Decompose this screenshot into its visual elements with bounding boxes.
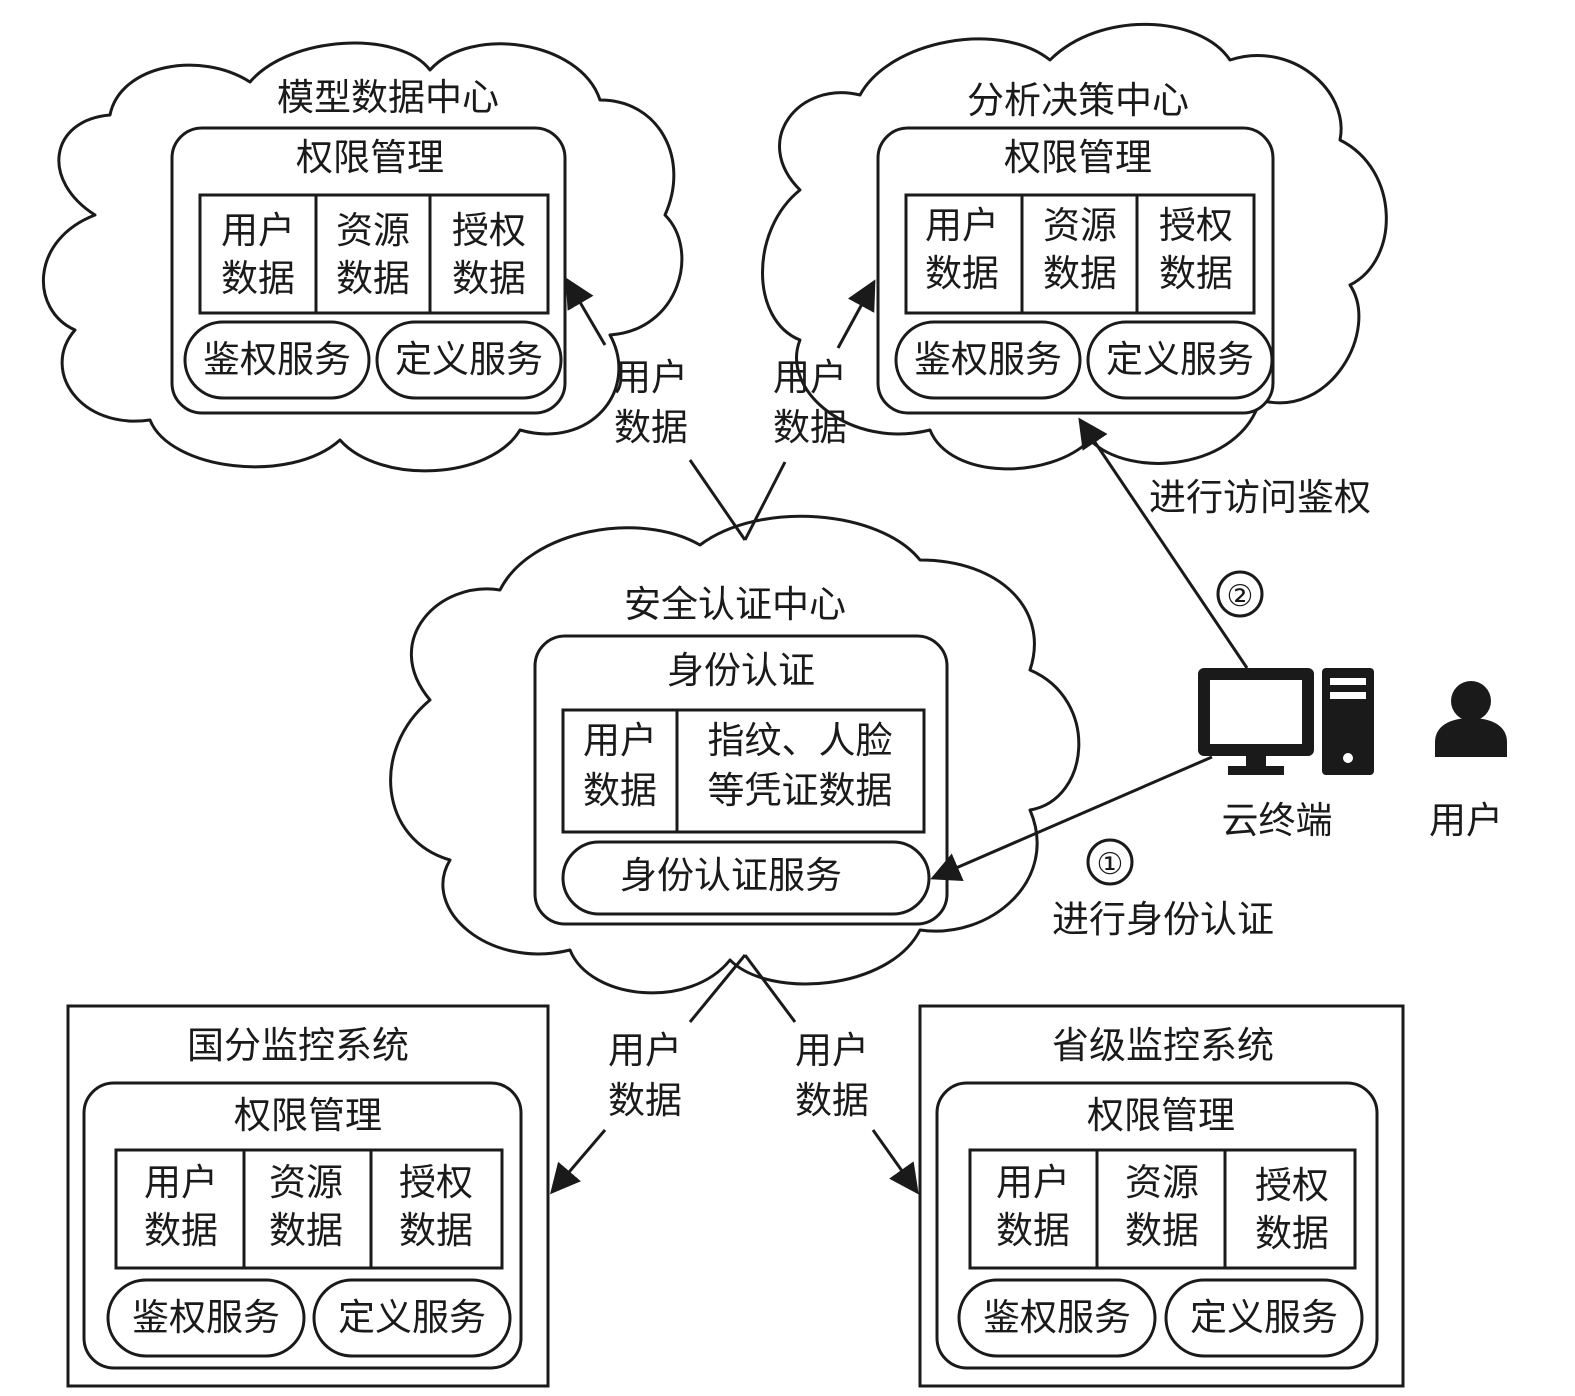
security-cell-user-l1: 用户 (583, 719, 657, 762)
client-steps: ① 进行身份认证 ② 进行访问鉴权 (930, 417, 1371, 941)
analysis-cell-user-l2: 数据 (925, 252, 999, 295)
security-center-panel-title: 身份认证 (667, 649, 815, 692)
arrow-to-model-center (688, 459, 747, 541)
analysis-auth-service: 鉴权服务 (914, 338, 1062, 381)
national-define-service: 定义服务 (338, 1296, 486, 1339)
arrow-to-national-system (688, 954, 747, 1023)
analysis-cell-resource-l1: 资源 (1043, 204, 1117, 247)
national-system-data-table (114, 1148, 504, 1270)
flow-label-analysis-l2: 数据 (773, 406, 847, 449)
step2-marker-circle (1216, 570, 1264, 618)
person-icon (1435, 681, 1507, 757)
terminal-label: 云终端 (1222, 799, 1333, 842)
model-cell-auth-l1: 授权 (452, 209, 526, 252)
analysis-center-title: 分析决策中心 (967, 79, 1189, 122)
security-center-data-table (561, 708, 926, 834)
analysis-cell-resource-l2: 数据 (1043, 252, 1117, 295)
identity-service-pill (561, 840, 931, 916)
arrow-step1-identity (930, 755, 1213, 882)
provincial-system-title: 省级监控系统 (1052, 1024, 1274, 1067)
model-center-panel-title: 权限管理 (296, 136, 444, 179)
cloud-terminal: 云终端 (1198, 668, 1374, 842)
provincial-cell-auth-l1: 授权 (1255, 1164, 1329, 1207)
model-cell-user-l1: 用户 (221, 209, 295, 252)
provincial-cell-resource-l2: 数据 (1125, 1209, 1199, 1252)
security-cell-credential-l1: 指纹、人脸 (708, 719, 893, 762)
provincial-cell-user-l1: 用户 (996, 1161, 1070, 1204)
provincial-system-panel-title: 权限管理 (1087, 1094, 1235, 1137)
provincial-monitoring-system: 省级监控系统 权限管理 用户 数据 资源 数据 授权 数据 鉴权服务 定义服务 (918, 1004, 1405, 1388)
user-label: 用户 (1429, 799, 1503, 842)
security-cell-credential-l2: 等凭证数据 (708, 769, 893, 812)
model-center-data-table (198, 193, 550, 315)
national-monitoring-system: 国分监控系统 权限管理 用户 数据 资源 数据 授权 数据 鉴权服务 定义服务 (66, 1004, 550, 1388)
model-auth-service: 鉴权服务 (203, 338, 351, 381)
security-cell-user-l2: 数据 (583, 769, 657, 812)
flow-label-national-l2: 数据 (608, 1079, 682, 1122)
national-auth-service-pill (106, 1278, 306, 1358)
provincial-auth-service-pill (957, 1278, 1157, 1358)
flow-label-provincial-l2: 数据 (795, 1079, 869, 1122)
step2-marker: ② (1227, 579, 1254, 614)
security-center-title: 安全认证中心 (624, 583, 846, 626)
step2-label: 进行访问鉴权 (1149, 476, 1371, 519)
provincial-define-service: 定义服务 (1190, 1296, 1338, 1339)
step1-marker-circle (1086, 838, 1134, 886)
security-auth-center: 安全认证中心 身份认证 用户 数据 指纹、人脸 等凭证数据 身份认证服务 (389, 514, 1081, 995)
national-cell-user-l1: 用户 (144, 1161, 218, 1204)
national-cell-resource-l2: 数据 (269, 1209, 343, 1252)
flow-label-analysis-l1: 用户 (773, 356, 847, 399)
analysis-define-service-pill (1086, 320, 1274, 400)
national-system-panel-title: 权限管理 (234, 1094, 382, 1137)
model-cell-user-l2: 数据 (221, 257, 295, 300)
provincial-cell-auth-l2: 数据 (1255, 1212, 1329, 1255)
step1-marker: ① (1097, 847, 1124, 882)
provincial-cell-user-l2: 数据 (996, 1209, 1070, 1252)
analysis-center-data-table (904, 193, 1256, 315)
national-auth-service: 鉴权服务 (132, 1296, 280, 1339)
desktop-computer-icon (1198, 668, 1374, 775)
identity-service: 身份认证服务 (620, 854, 842, 897)
provincial-auth-service: 鉴权服务 (983, 1296, 1131, 1339)
model-data-center: 模型数据中心 权限管理 用户 数据 资源 数据 授权 数据 鉴权服务 定义服务 (42, 41, 684, 473)
model-center-title: 模型数据中心 (277, 76, 499, 119)
user-actor: 用户 (1429, 681, 1507, 842)
provincial-define-service-pill (1164, 1278, 1364, 1358)
national-system-title: 国分监控系统 (187, 1024, 409, 1067)
flow-label-model-l1: 用户 (614, 356, 688, 399)
model-define-service-pill (375, 320, 563, 400)
analysis-decision-center: 分析决策中心 权限管理 用户 数据 资源 数据 授权 数据 鉴权服务 定义服务 (761, 22, 1388, 471)
flow-label-model-l2: 数据 (614, 406, 688, 449)
model-cell-auth-l2: 数据 (452, 257, 526, 300)
national-cell-auth-l2: 数据 (399, 1209, 473, 1252)
provincial-system-data-table (968, 1148, 1357, 1270)
analysis-define-service: 定义服务 (1106, 338, 1254, 381)
arrow-step2-access (1078, 417, 1249, 669)
flow-label-provincial-l1: 用户 (795, 1029, 869, 1072)
model-cell-resource-l1: 资源 (336, 209, 410, 252)
model-define-service: 定义服务 (395, 338, 543, 381)
analysis-auth-service-pill (894, 320, 1082, 400)
national-cell-resource-l1: 资源 (269, 1161, 343, 1204)
national-define-service-pill (312, 1278, 512, 1358)
analysis-cell-auth-l1: 授权 (1159, 204, 1233, 247)
provincial-cell-resource-l1: 资源 (1125, 1161, 1199, 1204)
arrow-to-provincial-system (743, 954, 797, 1023)
step1-label: 进行身份认证 (1052, 898, 1274, 941)
analysis-cell-auth-l2: 数据 (1159, 252, 1233, 295)
national-cell-user-l2: 数据 (144, 1209, 218, 1252)
national-cell-auth-l1: 授权 (399, 1161, 473, 1204)
user-data-flows: 用户 数据 用户 数据 用户 数据 用户 数据 (550, 277, 919, 1195)
analysis-cell-user-l1: 用户 (925, 204, 999, 247)
model-auth-service-pill (183, 320, 371, 400)
model-cell-resource-l2: 数据 (336, 257, 410, 300)
flow-label-national-l1: 用户 (608, 1029, 682, 1072)
analysis-center-panel-title: 权限管理 (1004, 136, 1152, 179)
arrow-to-analysis-center (743, 461, 787, 541)
